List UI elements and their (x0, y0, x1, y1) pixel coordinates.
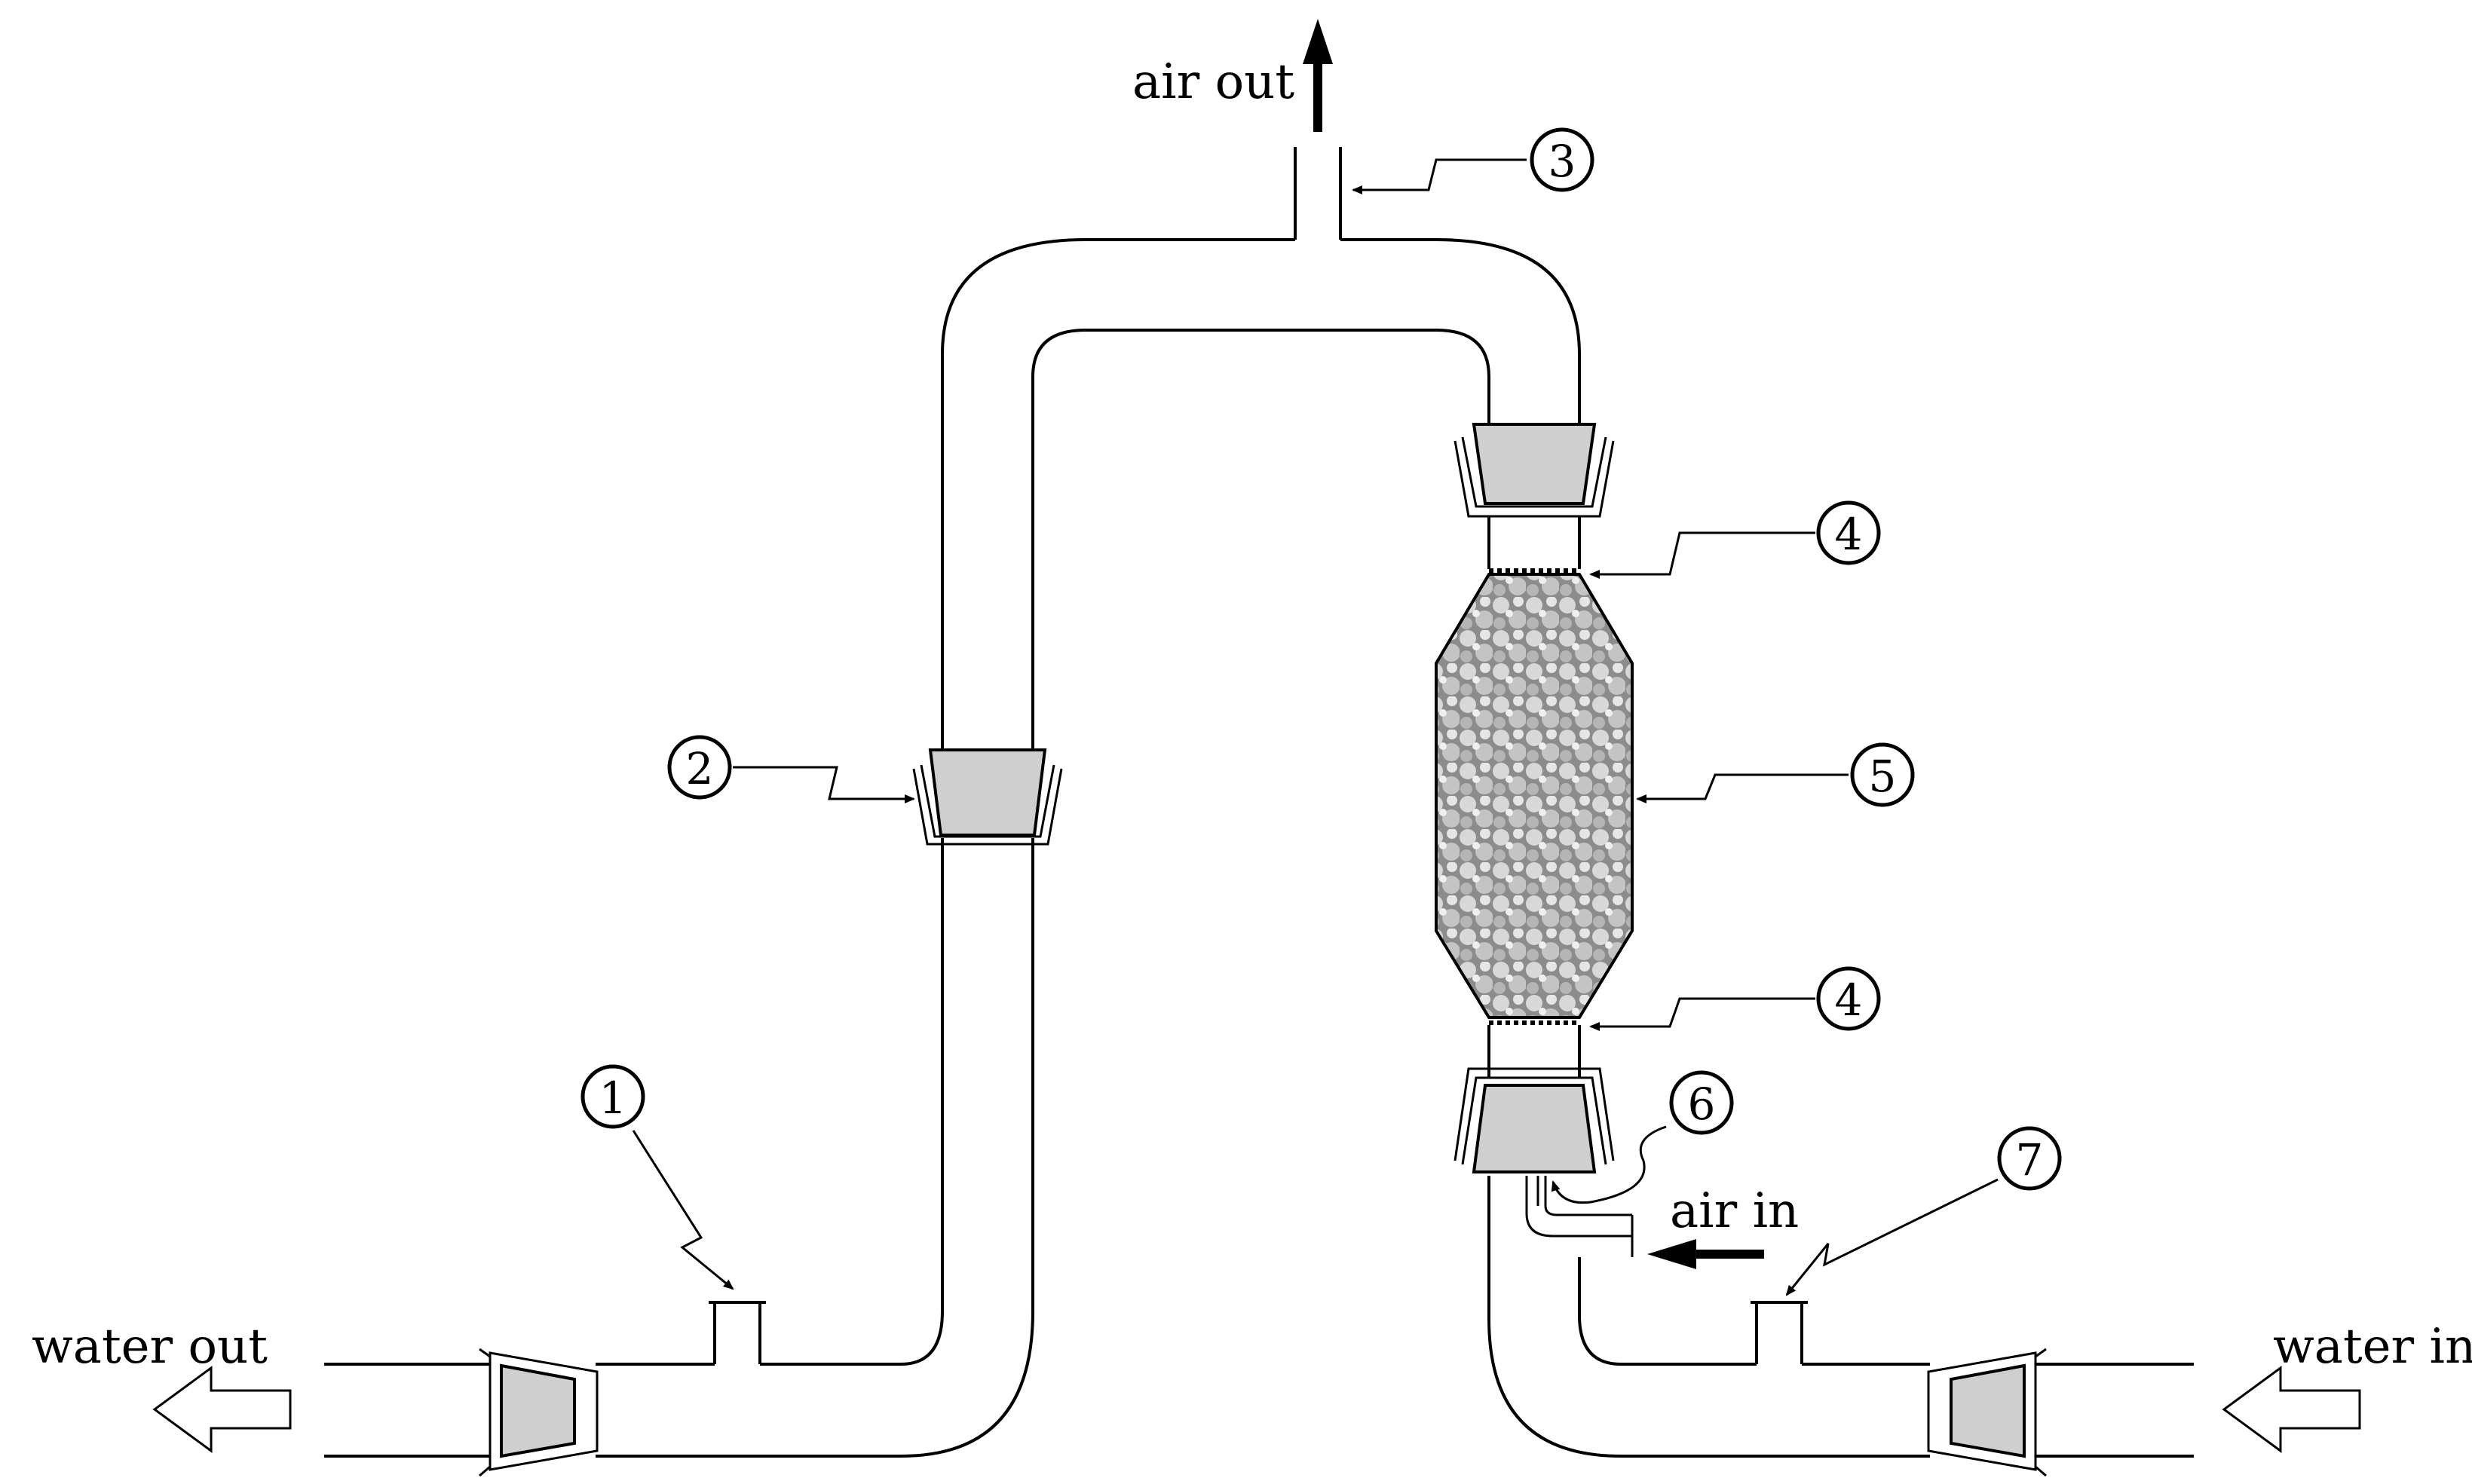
callout-7: 7 (1997, 1126, 2062, 1191)
water-out-arrow (152, 1366, 292, 1453)
column-top-stopper (1453, 423, 1615, 518)
callout-1: 1 (580, 1064, 645, 1129)
column-bottom-stopper (1453, 1067, 1615, 1173)
callout-2: 2 (667, 735, 732, 800)
left-riser-pipe (900, 838, 1034, 1458)
air-inlet-tube (1525, 1176, 1634, 1257)
left-water-pipe (324, 1363, 901, 1458)
callout-3-number: 3 (1548, 136, 1576, 187)
callout-4-top-number: 4 (1835, 509, 1863, 560)
left-connector-stopper (479, 1348, 599, 1477)
callout-5-number: 5 (1869, 751, 1897, 802)
water-in-label: water in (2273, 1319, 2472, 1375)
callout-4-bottom: 4 (1816, 966, 1881, 1031)
right-connector-stopper (1927, 1348, 2047, 1477)
air-in-arrow (1647, 1239, 1764, 1269)
callout-4-bottom-number: 4 (1835, 975, 1863, 1026)
water-out-label: water out (32, 1319, 268, 1375)
packed-column (1435, 516, 1634, 1078)
callout-7-number: 7 (2016, 1134, 2044, 1186)
air-in-label: air in (1670, 1183, 1799, 1239)
left-side-tube (709, 1301, 766, 1364)
air-out-label: air out (1132, 54, 1294, 110)
top-bridge-pipe (941, 147, 1581, 750)
left-riser-stopper (912, 748, 1063, 846)
callout-4-top: 4 (1816, 500, 1881, 565)
callout-3: 3 (1530, 127, 1594, 192)
callout-5: 5 (1850, 742, 1915, 807)
callout-6-number: 6 (1688, 1079, 1716, 1130)
water-in-arrow (2222, 1366, 2361, 1453)
right-lower-pipe (1487, 1176, 2194, 1458)
air-out-arrow (1303, 19, 1333, 132)
callout-1-number: 1 (599, 1072, 627, 1124)
callout-leaders (632, 158, 1999, 1296)
callout-2-number: 2 (686, 743, 714, 794)
callout-6: 6 (1669, 1070, 1734, 1135)
